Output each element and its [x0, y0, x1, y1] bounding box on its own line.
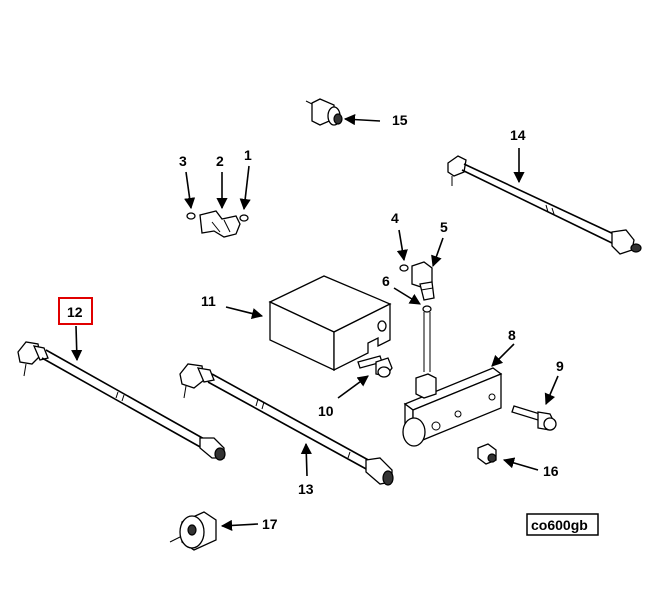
leader-11 — [225, 306, 264, 319]
callout-1: 1 — [244, 147, 252, 163]
callout-13: 13 — [298, 481, 314, 497]
part-10-bolt — [357, 355, 393, 378]
callout-3: 3 — [179, 153, 187, 169]
part-12-hose — [17, 341, 226, 461]
reference-code: co600gb — [531, 517, 588, 533]
callout-9: 9 — [556, 358, 564, 374]
leader-13 — [300, 442, 312, 477]
leader-5 — [431, 237, 444, 268]
callout-5: 5 — [440, 219, 448, 235]
callout-15: 15 — [392, 112, 408, 128]
leader-10 — [337, 375, 369, 399]
part-13-hose — [179, 363, 394, 486]
leader-3 — [184, 171, 196, 210]
part-16-fitting — [477, 443, 497, 465]
callout-16: 16 — [543, 463, 559, 479]
leader-17 — [220, 519, 259, 532]
reference-code-box — [526, 513, 599, 536]
part-3-o-ring — [186, 212, 196, 220]
callout-12: 12 — [67, 304, 83, 320]
leader-4 — [396, 229, 408, 262]
leader-1 — [239, 165, 251, 211]
callout-10: 10 — [318, 403, 334, 419]
leader-12 — [71, 325, 83, 362]
callout-14: 14 — [510, 127, 526, 143]
part-8-valve-block — [402, 312, 503, 447]
part-15-fitting — [305, 98, 343, 126]
part-5-elbow-fitting — [411, 261, 435, 301]
part-11-bracket — [268, 275, 392, 372]
part-14-hose — [447, 155, 642, 255]
leader-8 — [491, 343, 515, 367]
callout-6: 6 — [382, 273, 390, 289]
part-6-o-ring — [422, 305, 432, 313]
callout-8: 8 — [508, 327, 516, 343]
leader-15 — [343, 113, 381, 126]
callout-2: 2 — [216, 153, 224, 169]
callout-12-highlight-box — [58, 297, 93, 325]
callout-4: 4 — [391, 210, 399, 226]
callout-17: 17 — [262, 516, 278, 532]
part-1-o-ring — [239, 214, 249, 222]
leader-9 — [544, 375, 559, 406]
callout-11: 11 — [201, 293, 216, 309]
part-2-elbow-fitting — [199, 210, 241, 238]
part-17-cap — [169, 511, 217, 551]
part-4-o-ring — [399, 264, 409, 272]
part-9-bolt — [511, 405, 557, 431]
leader-6 — [393, 287, 421, 305]
leader-16 — [502, 457, 539, 471]
